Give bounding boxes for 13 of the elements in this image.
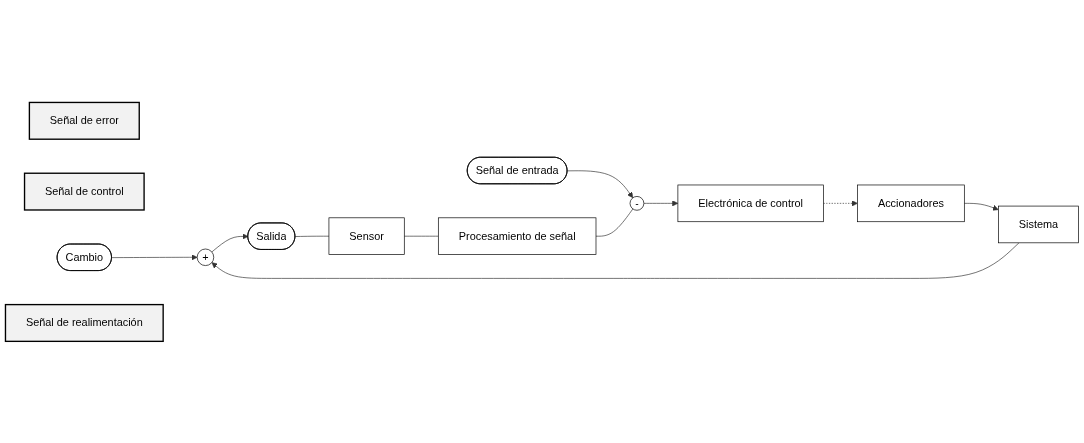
node-box: Señal de control (23, 172, 145, 211)
node-box: Procesamiento de señal (438, 217, 597, 255)
node-box: Sistema (998, 205, 1079, 243)
node-box: Señal de realimentación (4, 303, 164, 342)
connector (294, 235, 330, 237)
node-box: Sensor (328, 217, 405, 255)
node-circle: - (629, 195, 645, 211)
connector (595, 208, 634, 237)
node-box: Electrónica de control (677, 184, 824, 222)
node-box: Accionadores (857, 184, 965, 222)
node-circle: + (196, 248, 215, 266)
connector (403, 235, 439, 237)
node-box: Señal de error (28, 101, 140, 140)
